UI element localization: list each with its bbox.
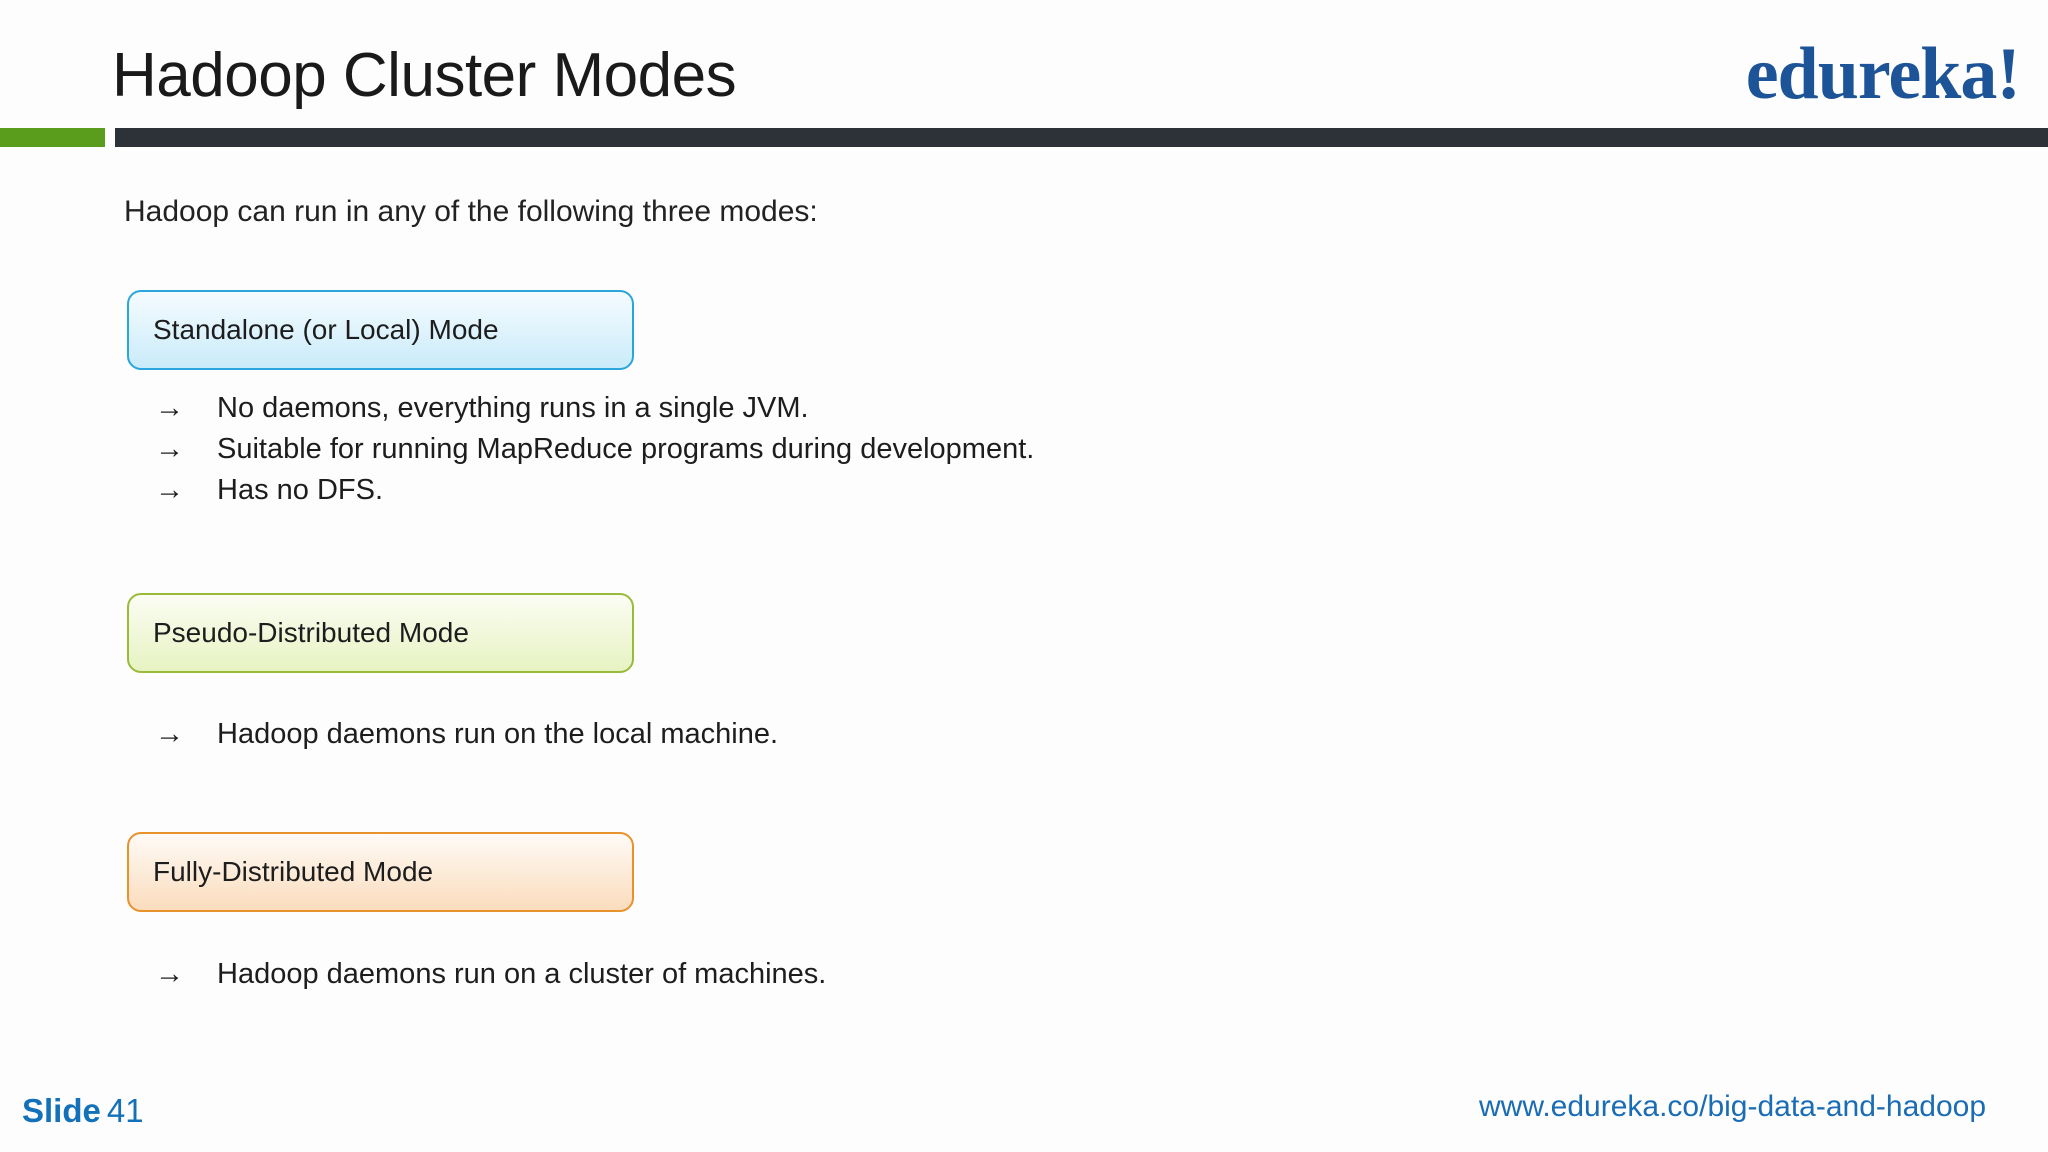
list-item-text: Hadoop daemons run on a cluster of machi… [217,958,827,990]
list-item-text: Suitable for running MapReduce programs … [217,433,1035,465]
header-rule-dark-bar [115,128,2048,147]
slide-counter-number: 41 [106,1092,144,1129]
mode-block-pseudo-distributed: Pseudo-Distributed Mode [127,593,634,673]
arrow-icon: → [155,433,184,465]
mode-block-standalone: Standalone (or Local) Mode [127,290,634,370]
intro-text: Hadoop can run in any of the following t… [124,195,818,228]
mode-box-pseudo-distributed[interactable]: Pseudo-Distributed Mode [127,593,634,673]
mode-box-label: Pseudo-Distributed Mode [153,617,469,648]
bullet-list-fully-distributed: → Hadoop daemons run on a cluster of mac… [155,958,826,999]
bullet-list-standalone: → No daemons, everything runs in a singl… [155,392,1034,515]
footer-url-link[interactable]: www.edureka.co/big-data-and-hadoop [1479,1090,1986,1123]
list-item: → Has no DFS. [155,474,1034,515]
header-rule-green-accent [0,128,105,147]
slide-counter-label: Slide [22,1092,101,1129]
mode-block-fully-distributed: Fully-Distributed Mode [127,832,634,912]
list-item: → Hadoop daemons run on the local machin… [155,718,778,759]
arrow-icon: → [155,718,184,750]
list-item: → No daemons, everything runs in a singl… [155,392,1034,433]
mode-box-standalone[interactable]: Standalone (or Local) Mode [127,290,634,370]
arrow-icon: → [155,958,184,990]
list-item-text: No daemons, everything runs in a single … [217,392,809,424]
bullet-list-pseudo-distributed: → Hadoop daemons run on the local machin… [155,718,778,759]
edureka-logo: edureka! [1745,33,2021,115]
mode-box-label: Fully-Distributed Mode [153,856,434,887]
list-item: → Hadoop daemons run on a cluster of mac… [155,958,826,999]
mode-box-label: Standalone (or Local) Mode [153,314,499,345]
list-item: → Suitable for running MapReduce program… [155,433,1034,474]
arrow-icon: → [155,474,184,506]
arrow-icon: → [155,392,184,424]
list-item-text: Hadoop daemons run on the local machine. [217,718,779,750]
page-title: Hadoop Cluster Modes [112,41,737,110]
mode-box-fully-distributed[interactable]: Fully-Distributed Mode [127,832,634,912]
list-item-text: Has no DFS. [217,474,383,506]
